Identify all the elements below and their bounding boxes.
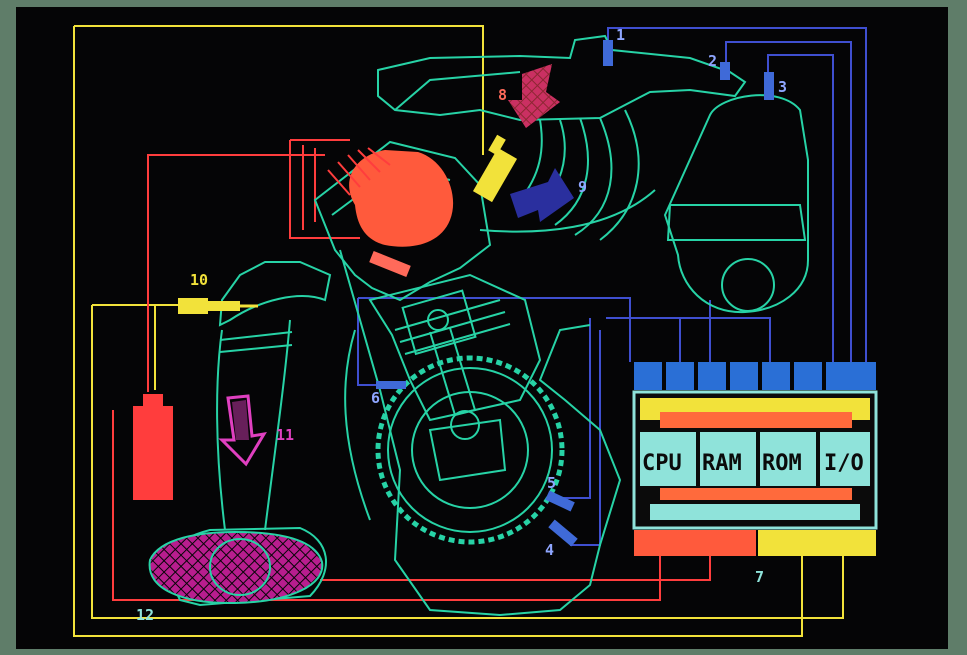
callout-4: 4 — [545, 541, 554, 559]
ecu-io-label: I/O — [824, 451, 864, 476]
sensor-2 — [720, 62, 730, 80]
sensor-3 — [764, 72, 774, 100]
callout-2: 2 — [708, 52, 717, 70]
callout-7: 7 — [755, 568, 764, 586]
fuel-injector — [473, 135, 517, 202]
spark-plug — [369, 251, 411, 277]
ecu-ram-label: RAM — [702, 451, 742, 476]
ecu-cpu-label: CPU — [642, 451, 682, 476]
sensor-5 — [545, 491, 575, 512]
sensor-1 — [603, 40, 613, 66]
callout-5: 5 — [547, 474, 556, 492]
ignition-coil — [133, 394, 173, 500]
air-filter — [150, 532, 323, 603]
callout-10: 10 — [190, 271, 208, 289]
ecu-rom-label: ROM — [762, 451, 802, 476]
callout-8: 8 — [498, 86, 507, 104]
callout-6: 6 — [371, 389, 380, 407]
exhaust-flow-arrow — [510, 168, 574, 222]
sensor-6 — [376, 381, 406, 389]
callout-12: 12 — [136, 606, 154, 624]
callout-11: 11 — [276, 426, 294, 444]
callout-3: 3 — [778, 78, 787, 96]
callout-9: 9 — [578, 178, 587, 196]
distributor — [328, 148, 453, 247]
callout-1: 1 — [616, 26, 625, 44]
filter-airflow-arrow — [222, 396, 264, 464]
